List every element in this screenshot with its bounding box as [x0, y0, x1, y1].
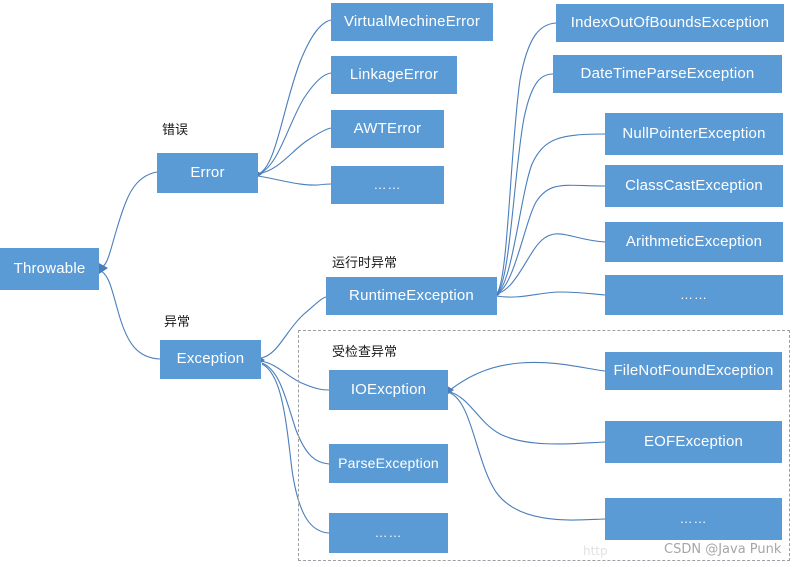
checked-exception-group: [298, 330, 790, 561]
node-ioexcption[interactable]: IOExcption: [329, 370, 448, 410]
watermark-faint: http: [583, 544, 608, 558]
label-runtime-cn: 运行时异常: [332, 256, 398, 271]
node-runtime-exception[interactable]: RuntimeException: [326, 277, 497, 315]
node-classcastexception[interactable]: ClassCastException: [605, 165, 783, 207]
label-exception-cn: 异常: [164, 315, 191, 330]
node-runtime-more[interactable]: ……: [605, 275, 783, 315]
edge-error-awt: [257, 127, 332, 175]
node-error[interactable]: Error: [157, 153, 258, 193]
node-io-more[interactable]: ……: [605, 498, 782, 540]
node-awterror[interactable]: AWTError: [331, 110, 444, 148]
arrow-throwable: [99, 263, 108, 274]
edge-error-linkage: [257, 72, 332, 175]
edge-throwable-error: [98, 171, 158, 269]
edge-throwable-exception: [98, 269, 161, 360]
label-error-cn: 错误: [162, 123, 189, 138]
edge-runtime-ioobe: [495, 22, 557, 295]
edge-runtime-cce: [495, 184, 606, 295]
edge-error-vm: [257, 19, 332, 175]
edge-runtime-dtpe: [495, 73, 554, 295]
edge-runtime-dots: [495, 291, 606, 298]
edge-runtime-npe: [495, 133, 606, 295]
label-checked-cn: 受检查异常: [332, 345, 398, 360]
node-virtualmechineerror[interactable]: VirtualMechineError: [331, 3, 493, 41]
edge-runtime-ae: [495, 233, 606, 295]
node-linkageerror[interactable]: LinkageError: [331, 56, 457, 94]
node-filenotfoundexception[interactable]: FileNotFoundException: [605, 352, 782, 390]
edge-error-dots: [257, 175, 332, 186]
node-arithmeticexception[interactable]: ArithmeticException: [605, 222, 783, 262]
node-throwable[interactable]: Throwable: [0, 248, 99, 290]
node-parseexception[interactable]: ParseException: [329, 444, 448, 483]
node-indexoutofboundsexception[interactable]: IndexOutOfBoundsException: [556, 4, 784, 42]
node-error-more[interactable]: ……: [331, 166, 444, 204]
watermark-csdn: CSDN @Java Punk: [664, 542, 782, 557]
node-checked-more[interactable]: ……: [329, 513, 448, 553]
node-eofexception[interactable]: EOFException: [605, 421, 782, 463]
node-nullpointerexception[interactable]: NullPointerException: [605, 113, 783, 155]
node-datetimeparseexception[interactable]: DateTimeParseException: [553, 55, 782, 93]
node-exception[interactable]: Exception: [160, 340, 261, 379]
